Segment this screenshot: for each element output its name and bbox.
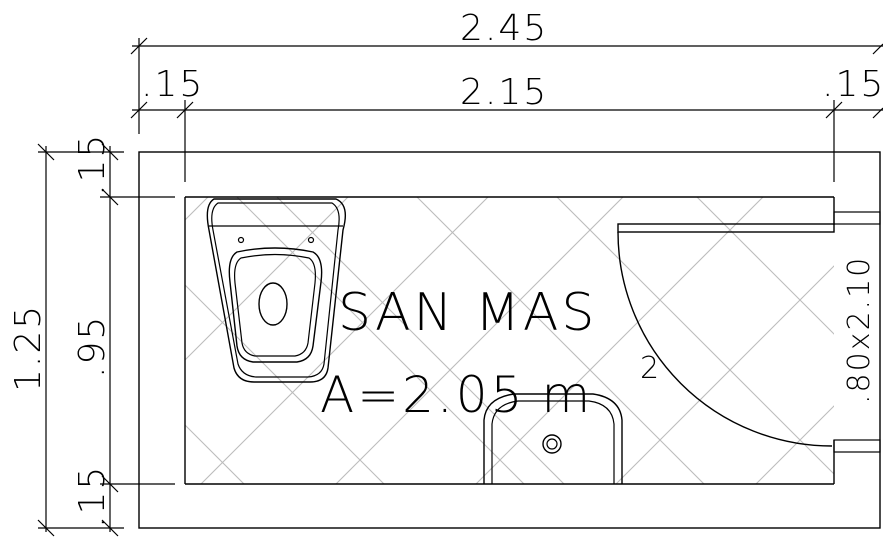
inner-depth-label: .95 [72, 315, 113, 378]
top-overall-dimension: 2.45 [130, 8, 883, 134]
overall-width-label: 2.45 [460, 8, 548, 49]
floor-tile-pattern [185, 197, 834, 484]
room-name: SAN MAS [338, 283, 597, 343]
wall-right-label: .15 [822, 64, 883, 105]
wall-left-label: .15 [141, 64, 204, 105]
door-frame [833, 211, 881, 453]
area-exponent: 2 [640, 351, 662, 386]
inner-width-label: 2.15 [460, 72, 548, 113]
left-inner-dimension: .95 .15 .15 [72, 133, 175, 537]
outer-wall [138, 151, 881, 529]
door-size-label: .80x2.10 [842, 256, 877, 404]
top-inner-dimension: 2.15 .15 .15 [130, 64, 883, 182]
wall-top-label: .15 [72, 133, 113, 196]
wall-bottom-label: .15 [72, 465, 113, 528]
toilet-icon [206, 198, 346, 383]
overall-depth-label: 1.25 [8, 304, 49, 392]
sink-icon [483, 393, 623, 484]
door-swing [617, 223, 835, 447]
